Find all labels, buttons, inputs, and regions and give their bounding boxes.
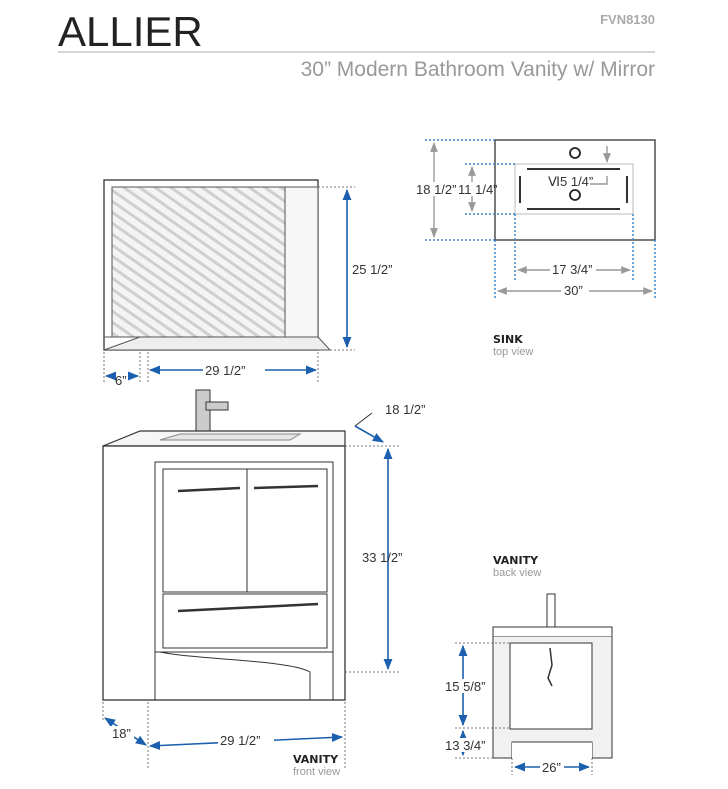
product-title: ALLIER: [58, 8, 203, 55]
mirror-depth-label: 6”: [115, 373, 127, 388]
vanity-depth-label: 18”: [112, 726, 131, 741]
sink-dimensions: 18 1/2” 11 1/4” Ⅵ5 1/4” 17 3/4” 30” SINK…: [415, 139, 656, 358]
mirror-height-label: 25 1/2”: [352, 262, 392, 277]
sink-drawing: [494, 139, 656, 241]
vanity-front-label: VANITY: [293, 753, 339, 766]
vanity-front-dimensions: 33 1/2” 18 1/2” 18” 29 1/2” VANITY front…: [102, 402, 425, 778]
vanity-width-label: 29 1/2”: [220, 733, 260, 748]
product-subtitle: 30” Modern Bathroom Vanity w/ Mirror: [301, 58, 655, 81]
door-handle-left: [177, 486, 241, 493]
basin-height-label: Ⅵ5 1/4”: [548, 174, 593, 189]
vanity-top-depth-label: 18 1/2”: [385, 402, 425, 417]
mirror-dimensions: 25 1/2” 6” 29 1/2”: [103, 186, 392, 388]
basin-depth-label: 11 1/4”: [458, 182, 498, 197]
sink-label: SINK: [493, 333, 523, 346]
mirror-drawing: [103, 179, 332, 351]
vanity-front-view-label: front view: [293, 766, 340, 778]
back-opening-width-label: 26”: [542, 760, 561, 775]
sink-width-label: 30”: [564, 283, 583, 298]
model-number: FVN8130: [600, 12, 655, 27]
back-base-height-label: 13 3/4”: [445, 738, 485, 753]
mirror-width-label: 29 1/2”: [205, 363, 245, 378]
vanity-front-drawing: [102, 389, 346, 701]
sink-view-label: top view: [493, 346, 533, 358]
vanity-back-label: VANITY: [493, 554, 539, 567]
faucet-hole-icon: [569, 147, 581, 159]
drawer-handle: [177, 602, 319, 613]
basin-width-label: 17 3/4”: [552, 262, 592, 277]
back-opening-height-label: 15 5/8”: [445, 679, 485, 694]
vanity-back-drawing: VANITY back view: [492, 554, 613, 759]
vanity-height-label: 33 1/2”: [362, 550, 402, 565]
sink-depth-label: 18 1/2”: [416, 182, 456, 197]
vanity-back-dimensions: 15 5/8” 13 3/4” 26”: [443, 642, 593, 775]
drain-icon: [569, 189, 581, 201]
door-handle-right: [253, 484, 319, 490]
vanity-back-view-label: back view: [493, 567, 541, 579]
